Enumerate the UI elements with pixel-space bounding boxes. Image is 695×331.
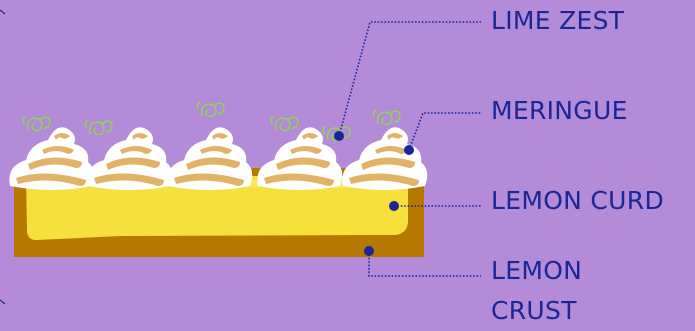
lime-zest-curl-icon <box>22 115 51 132</box>
callout-dots <box>334 131 414 256</box>
lemon-curd <box>26 176 408 240</box>
meringue-swirl-icon <box>9 127 95 190</box>
dot-lemon-crust <box>364 246 374 256</box>
dot-lime-zest <box>334 131 344 141</box>
lime-zest-curl-icon <box>372 109 401 126</box>
leader-lines <box>338 21 481 277</box>
meringue-swirl-icon <box>87 127 173 190</box>
dot-meringue <box>404 145 414 155</box>
leader-meringue <box>408 112 481 151</box>
edge-tick-bottom <box>0 299 6 305</box>
meringue-swirl-icon <box>257 127 343 190</box>
dot-lemon-curd <box>389 201 399 211</box>
label-lemon-curd: LEMON CURD <box>491 186 664 215</box>
lime-zest-curl-icon <box>196 101 225 118</box>
meringue-swirl-icon <box>167 127 253 190</box>
lime-zest-curl-icon <box>84 119 113 136</box>
label-lime-zest: LIME ZEST <box>491 6 625 35</box>
leader-lemon-crust <box>368 251 481 277</box>
meringue-swirls <box>9 127 428 190</box>
edge-tick-top <box>0 9 6 15</box>
label-meringue: MERINGUE <box>491 96 628 125</box>
label-lemon-crust: LEMON CRUST <box>491 256 583 325</box>
leader-lime-zest <box>338 21 481 137</box>
lime-zest-curl-icon <box>270 115 299 132</box>
